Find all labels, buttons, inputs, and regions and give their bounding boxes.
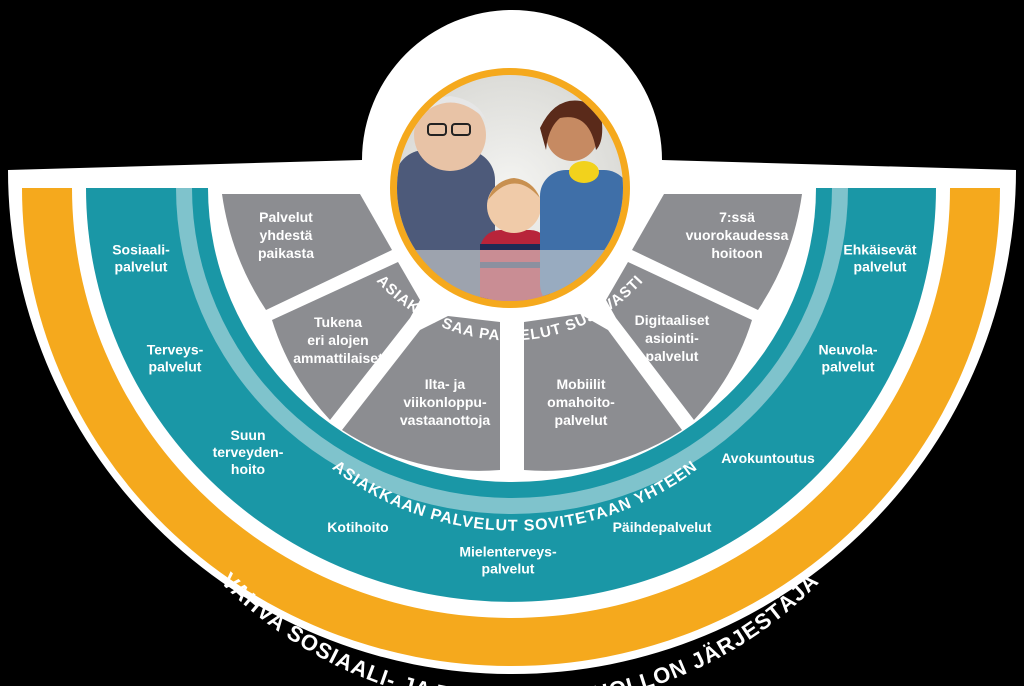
label-kotihoito: Kotihoito xyxy=(327,519,388,535)
label-mielenterveyspalvelut: Mielenterveys-palvelut xyxy=(459,544,557,577)
label-avokuntoutus-line: Avokuntoutus xyxy=(721,450,815,466)
label-digitaaliset-asiointi: Digitaaliset asiointi-palvelut xyxy=(635,312,710,364)
label-digitaaliset-asiointi-line: palvelut xyxy=(646,348,699,364)
label-paihdepalvelut: Päihdepalvelut xyxy=(613,519,712,535)
label-tukena-ammattilaiset: Tukena eri alojen ammattilaiset xyxy=(293,314,383,366)
label-7ssa-vuorokaudessa-line: vuorokaudessa xyxy=(686,227,789,243)
label-sosiaalipalvelut-line: palvelut xyxy=(115,259,168,275)
label-sosiaalipalvelut: Sosiaali-palvelut xyxy=(112,242,170,275)
gray-segments xyxy=(222,194,802,471)
label-suun-terveydenhoito-line: Suun xyxy=(231,427,266,443)
label-ilta-viikonloppu-line: Ilta- ja xyxy=(425,376,466,392)
label-mielenterveyspalvelut-line: palvelut xyxy=(482,561,535,577)
label-suun-terveydenhoito-line: terveyden- xyxy=(213,444,284,460)
segment-ilta xyxy=(342,316,500,471)
photo-circle xyxy=(382,60,638,316)
label-tukena-ammattilaiset-line: ammattilaiset xyxy=(293,350,383,366)
label-paihdepalvelut-line: Päihdepalvelut xyxy=(613,519,712,535)
label-neuvolapalvelut-line: Neuvola- xyxy=(818,342,877,358)
label-mobiilit-omahoito-line: omahoito- xyxy=(547,394,615,410)
label-tukena-ammattilaiset-line: Tukena xyxy=(314,314,362,330)
label-digitaaliset-asiointi-line: asiointi- xyxy=(645,330,699,346)
label-mielenterveyspalvelut-line: Mielenterveys- xyxy=(459,544,557,560)
label-ilta-viikonloppu-line: viikonloppu- xyxy=(403,394,487,410)
label-ilta-viikonloppu-line: vastaanottoja xyxy=(400,412,490,428)
label-ehkaisevat-palvelut-line: palvelut xyxy=(854,259,907,275)
label-terveyspalvelut-line: Terveys- xyxy=(147,342,204,358)
label-neuvolapalvelut: Neuvola-palvelut xyxy=(818,342,877,375)
label-suun-terveydenhoito-line: hoito xyxy=(231,461,265,477)
label-7ssa-vuorokaudessa: 7:ssä vuorokaudessa hoitoon xyxy=(686,209,789,261)
segment-mobiilit xyxy=(524,314,682,471)
label-ilta-viikonloppu: Ilta- ja viikonloppu-vastaanottoja xyxy=(400,376,490,428)
label-7ssa-vuorokaudessa-line: 7:ssä xyxy=(719,209,755,225)
label-palvelut-yhdesta-paikasta: Palvelut yhdestä paikasta xyxy=(258,209,314,261)
label-tukena-ammattilaiset-line: eri alojen xyxy=(307,332,368,348)
label-neuvolapalvelut-line: palvelut xyxy=(822,359,875,375)
label-mobiilit-omahoito-line: Mobiilit xyxy=(557,376,606,392)
label-digitaaliset-asiointi-line: Digitaaliset xyxy=(635,312,710,328)
segment-tukena xyxy=(272,262,420,420)
segment-digitaaliset xyxy=(606,262,752,420)
label-mobiilit-omahoito-line: palvelut xyxy=(555,412,608,428)
label-7ssa-vuorokaudessa-line: hoitoon xyxy=(711,245,762,261)
label-kotihoito-line: Kotihoito xyxy=(327,519,388,535)
gray-outer-labels: Palvelut yhdestä paikasta 7:ssä vuorokaudess… xyxy=(258,209,789,261)
label-ehkaisevat-palvelut-line: Ehkäisevät xyxy=(843,242,916,258)
label-palvelut-yhdesta-paikasta-line: Palvelut xyxy=(259,209,313,225)
label-sosiaalipalvelut-line: Sosiaali- xyxy=(112,242,170,258)
label-terveyspalvelut: Terveys-palvelut xyxy=(147,342,204,375)
segment-7ssa xyxy=(632,194,802,310)
label-mobiilit-omahoito: Mobiilit omahoito-palvelut xyxy=(547,376,615,428)
label-terveyspalvelut-line: palvelut xyxy=(149,359,202,375)
label-avokuntoutus: Avokuntoutus xyxy=(721,450,815,466)
label-palvelut-yhdesta-paikasta-line: yhdestä xyxy=(260,227,313,243)
label-palvelut-yhdesta-paikasta-line: paikasta xyxy=(258,245,314,261)
segment-palvelut-yhdesta xyxy=(222,194,392,310)
